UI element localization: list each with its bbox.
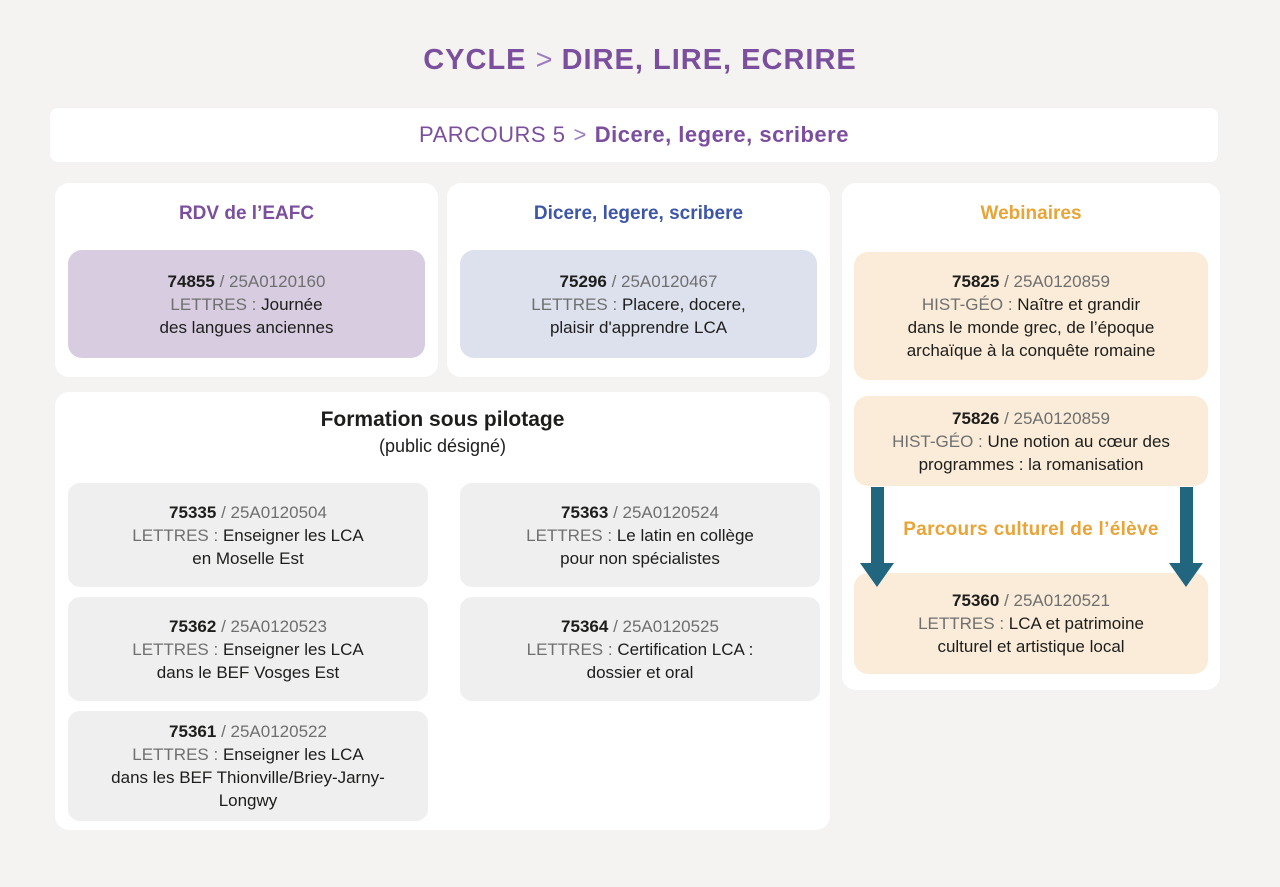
arrow-shaft [870,487,884,563]
arrow-head [860,563,894,587]
course-title-line: LETTRES : Placere, docere, [531,294,746,314]
chevron-separator: > [535,44,553,76]
course-code: / 25A0120467 [611,271,718,291]
course-title-line: en Moselle Est [192,548,304,568]
course-subject: LETTRES : [526,639,613,659]
course-title-line: LETTRES : Enseigner les LCA [132,525,364,545]
course-title-line: Longwy [218,791,278,810]
course-subject: LETTRES : [526,525,613,545]
course-title-line: archaïque à la conquête romaine [906,341,1156,360]
course-ref: 75360 / 25A0120521 [952,589,1110,612]
chevron-separator: > [573,122,587,147]
course-box-75826: 75826 / 25A0120859 HIST-GÉO : Une notion… [854,396,1208,486]
card-webinaires: Webinaires 75825 / 25A0120859 HIST-GÉO :… [842,183,1220,690]
course-ref: 75826 / 25A0120859 [952,407,1110,430]
course-id: 75296 [559,271,607,291]
course-title-line: LETTRES : Enseigner les LCA [132,745,364,764]
course-title-line: programmes : la romanisation [918,454,1144,474]
down-arrow-icon [1169,487,1203,587]
course-box-74855: 74855 / 25A0120160 LETTRES : Journée des… [68,250,425,358]
course-id: 75825 [952,272,1000,291]
parcours-culturel-label: Parcours culturel de l’élève [903,519,1159,540]
course-title-line: LETTRES : Enseigner les LCA [132,639,364,659]
course-code: / 25A0120504 [221,502,327,522]
course-box-75335: 75335 / 25A0120504 LETTRES : Enseigner l… [68,483,428,587]
card-dicere-title: Dicere, legere, scribere [533,203,744,224]
course-subject: LETTRES : [132,639,219,659]
course-subject: LETTRES : [531,294,618,314]
course-ref: 74855 / 25A0120160 [168,270,326,293]
course-ref: 75825 / 25A0120859 [952,270,1110,293]
course-subject: HIST-GÉO : [921,295,1013,314]
course-title-line: dossier et oral [586,662,694,682]
parcours-banner: PARCOURS 5 > Dicere, legere, scribere [50,108,1218,162]
course-subject: LETTRES : [918,614,1005,633]
course-title-line: LETTRES : LCA et patrimoine [918,614,1144,633]
course-box-75364: 75364 / 25A0120525 LETTRES : Certificati… [460,597,820,701]
page-title-cycle: CYCLE [423,44,527,76]
card-formation-pilotage: Formation sous pilotage (public désigné)… [55,392,830,830]
card-webinaires-title: Webinaires [980,203,1082,224]
card-rdv-eafc: RDV de l’EAFC 74855 / 25A0120160 LETTRES… [55,183,438,377]
course-id: 75361 [169,722,217,741]
course-code: / 25A0120522 [221,722,327,741]
course-id: 75360 [952,591,1000,610]
arrow-shaft [1179,487,1193,563]
course-code: / 25A0120859 [1004,408,1110,428]
course-code: / 25A0120524 [613,502,719,522]
course-id: 75362 [169,616,217,636]
course-title-line: dans le BEF Vosges Est [156,662,340,682]
page-title: CYCLE > DIRE, LIRE, ECRIRE [0,44,1280,77]
parcours-banner-title: Dicere, legere, scribere [594,122,849,147]
card-rdv-title: RDV de l’EAFC [178,203,315,224]
course-subject: LETTRES : [132,745,219,764]
course-title-line: LETTRES : Le latin en collège [526,525,754,545]
course-title-line: HIST-GÉO : Naître et grandir [921,295,1141,314]
course-title-line: dans le monde grec, de l’époque [907,318,1155,337]
course-code: / 25A0120525 [613,616,719,636]
course-box-75825: 75825 / 25A0120859 HIST-GÉO : Naître et … [854,252,1208,380]
course-title-line: pour non spécialistes [560,548,720,568]
course-code: / 25A0120521 [1004,591,1110,610]
course-box-75362: 75362 / 25A0120523 LETTRES : Enseigner l… [68,597,428,701]
course-id: 75364 [561,616,609,636]
course-box-75363: 75363 / 25A0120524 LETTRES : Le latin en… [460,483,820,587]
course-box-75360: 75360 / 25A0120521 LETTRES : LCA et patr… [854,573,1208,674]
course-title-line: LETTRES : Certification LCA : [526,639,754,659]
course-subject: LETTRES : [132,525,219,545]
course-title-line: LETTRES : Journée [170,294,323,314]
formation-title: Formation sous pilotage [320,408,565,431]
course-code: / 25A0120523 [221,616,327,636]
course-box-75296: 75296 / 25A0120467 LETTRES : Placere, do… [460,250,817,358]
course-box-75361: 75361 / 25A0120522 LETTRES : Enseigner l… [68,711,428,821]
course-ref: 75335 / 25A0120504 [169,501,327,524]
parcours-banner-prefix: PARCOURS 5 [419,122,566,147]
course-code: / 25A0120859 [1004,272,1110,291]
course-ref: 75363 / 25A0120524 [561,501,719,524]
course-ref: 75364 / 25A0120525 [561,615,719,638]
course-title-line: HIST-GÉO : Une notion au cœur des [892,431,1170,451]
course-ref: 75296 / 25A0120467 [560,270,718,293]
course-title-line: des langues anciennes [159,317,334,337]
course-ref: 75362 / 25A0120523 [169,615,327,638]
course-ref: 75361 / 25A0120522 [169,720,327,743]
down-arrow-icon [860,487,894,587]
course-id: 74855 [167,271,215,291]
course-code: / 25A0120160 [219,271,326,291]
arrow-head [1169,563,1203,587]
course-title-line: culturel et artistique local [937,637,1125,656]
course-title-line: dans les BEF Thionville/Briey-Jarny- [111,768,385,787]
course-id: 75335 [169,502,217,522]
course-id: 75363 [561,502,609,522]
course-id: 75826 [952,408,1000,428]
course-subject: LETTRES : [170,294,257,314]
course-subject: HIST-GÉO : [892,431,983,451]
card-dicere: Dicere, legere, scribere 75296 / 25A0120… [447,183,830,377]
formation-subtitle: (public désigné) [378,436,507,456]
course-title-line: plaisir d'apprendre LCA [549,317,728,337]
page-title-main: DIRE, LIRE, ECRIRE [561,44,857,76]
